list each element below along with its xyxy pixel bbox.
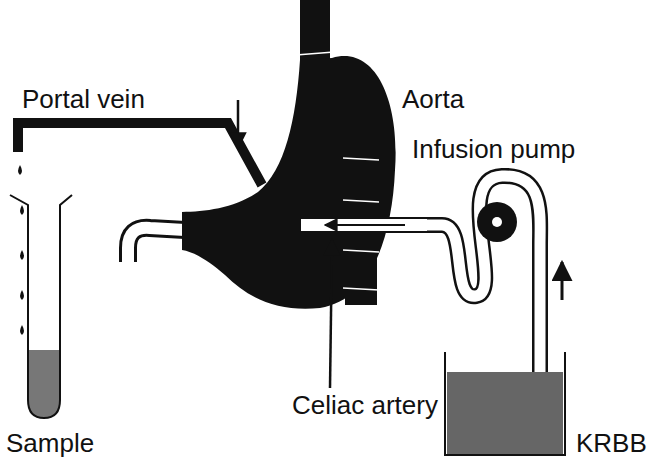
sample-liquid <box>28 350 60 418</box>
stomach <box>182 56 396 309</box>
sample-label: Sample <box>4 428 96 458</box>
portal-vein-tube <box>18 123 262 185</box>
pump-axle <box>492 217 502 227</box>
vessel-label: Portal vein <box>20 84 147 114</box>
drips <box>18 165 24 335</box>
esophagus-tie <box>296 52 334 55</box>
celiac-cannula <box>300 218 428 232</box>
duodenum-outline <box>128 228 185 262</box>
beaker <box>445 352 565 455</box>
test-tube <box>10 195 72 418</box>
device-label: Infusion pump <box>410 134 577 164</box>
flow-arrow <box>561 262 564 300</box>
flow-arrow <box>325 224 405 226</box>
leader-arrow <box>237 100 240 148</box>
vessel-label: Celiac artery <box>290 390 440 420</box>
solution-label: KRBB <box>574 428 649 458</box>
pump-roller <box>477 202 517 242</box>
leader-arrow <box>330 240 332 388</box>
krbb-liquid <box>447 372 563 454</box>
duodenum-tube <box>128 228 185 262</box>
vessel-label: Aorta <box>400 84 466 114</box>
